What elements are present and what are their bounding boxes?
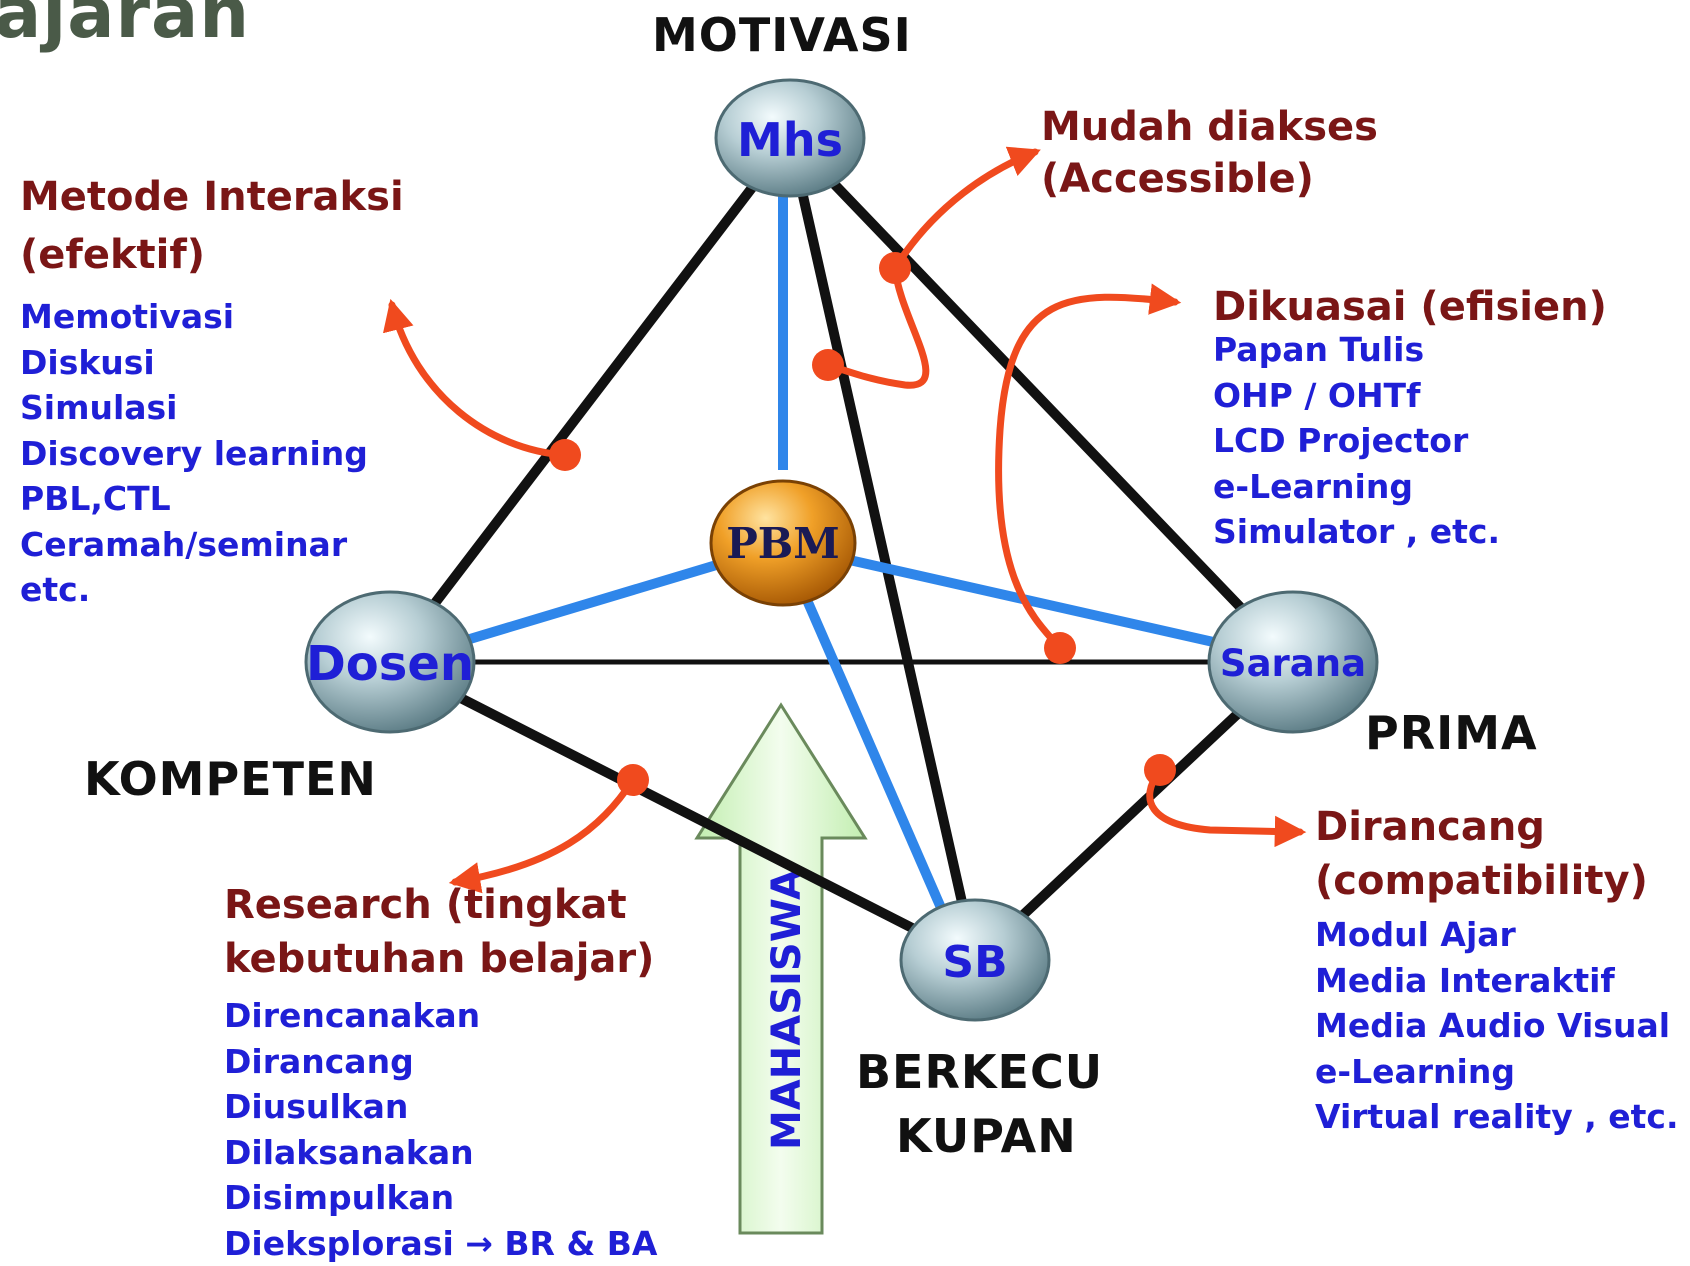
arrow-dikuasai [999, 297, 1175, 648]
node-sarana: Sarana [1209, 592, 1377, 732]
label-berkecukupan-1: BERKECU [856, 1045, 1103, 1099]
metode-items: Memotivasi Diskusi Simulasi Discovery le… [20, 294, 368, 613]
metode-item: Simulasi [20, 385, 368, 431]
research-items: Direncanakan Dirancang Diusulkan Dilaksa… [224, 993, 657, 1266]
dikuasai-item: LCD Projector [1213, 418, 1500, 464]
node-dosen-label: Dosen [306, 636, 474, 692]
dirancang-items: Modul Ajar Media Interaktif Media Audio … [1315, 912, 1678, 1140]
research-item: Disimpulkan [224, 1175, 657, 1221]
research-item: Dirancang [224, 1039, 657, 1085]
research-item: Diusulkan [224, 1084, 657, 1130]
metode-item: Memotivasi [20, 294, 368, 340]
metode-item: Discovery learning [20, 431, 368, 477]
dikuasai-item: Papan Tulis [1213, 327, 1500, 373]
dot-mudah-loop [812, 349, 844, 381]
dirancang-item: e-Learning [1315, 1049, 1678, 1095]
dot-metode [549, 439, 581, 471]
label-prima: PRIMA [1365, 706, 1538, 760]
mudah-heading-2: (Accessible) [1041, 152, 1314, 206]
dot-dirancang [1144, 754, 1176, 786]
research-heading-1: Research (tingkat [224, 878, 627, 932]
metode-heading-2: (efektif) [20, 228, 205, 282]
dot-mudah [879, 252, 911, 284]
label-motivasi: MOTIVASI [652, 8, 912, 62]
node-sb: SB [901, 900, 1049, 1020]
research-item: Dieksplorasi → BR & BA [224, 1221, 657, 1266]
node-pbm-label: PBM [726, 519, 840, 568]
dikuasai-item: Simulator , etc. [1213, 509, 1500, 555]
dikuasai-items: Papan Tulis OHP / OHTf LCD Projector e-L… [1213, 327, 1500, 555]
node-mhs-label: Mhs [737, 113, 843, 167]
dirancang-item: Media Audio Visual [1315, 1003, 1678, 1049]
dot-dikuasai [1044, 632, 1076, 664]
label-berkecukupan-2: KUPAN [896, 1109, 1077, 1163]
node-sarana-label: Sarana [1220, 642, 1366, 685]
node-mhs: Mhs [716, 80, 864, 196]
dikuasai-item: OHP / OHTf [1213, 373, 1500, 419]
node-pbm: PBM [711, 481, 855, 605]
mudah-heading-1: Mudah diakses [1041, 100, 1378, 154]
label-kompeten: KOMPETEN [84, 752, 377, 806]
dirancang-item: Virtual reality , etc. [1315, 1094, 1678, 1140]
mahasiswa-arrow-label: MAHASISWA [764, 869, 810, 1150]
research-heading-2: kebutuhan belajar) [224, 932, 654, 986]
node-dosen: Dosen [306, 592, 474, 732]
dirancang-heading-2: (compatibility) [1315, 854, 1648, 908]
metode-item: etc. [20, 567, 368, 613]
dirancang-item: Media Interaktif [1315, 958, 1678, 1004]
metode-item: PBL,CTL [20, 476, 368, 522]
dikuasai-item: e-Learning [1213, 464, 1500, 510]
metode-item: Ceramah/seminar [20, 522, 368, 568]
dirancang-heading-1: Dirancang [1315, 800, 1545, 854]
arrow-metode [392, 305, 565, 455]
node-sb-label: SB [942, 937, 1007, 988]
arrow-mudah-diakses [895, 152, 1035, 268]
metode-item: Diskusi [20, 340, 368, 386]
research-item: Direncanakan [224, 993, 657, 1039]
metode-heading-1: Metode Interaksi [20, 170, 404, 224]
dirancang-item: Modul Ajar [1315, 912, 1678, 958]
page-title-fragment: ajaran [0, 0, 250, 54]
arrow-research [455, 780, 633, 882]
dot-research [617, 764, 649, 796]
research-item: Dilaksanakan [224, 1130, 657, 1176]
dikuasai-heading: Dikuasai (efisien) [1213, 280, 1607, 334]
